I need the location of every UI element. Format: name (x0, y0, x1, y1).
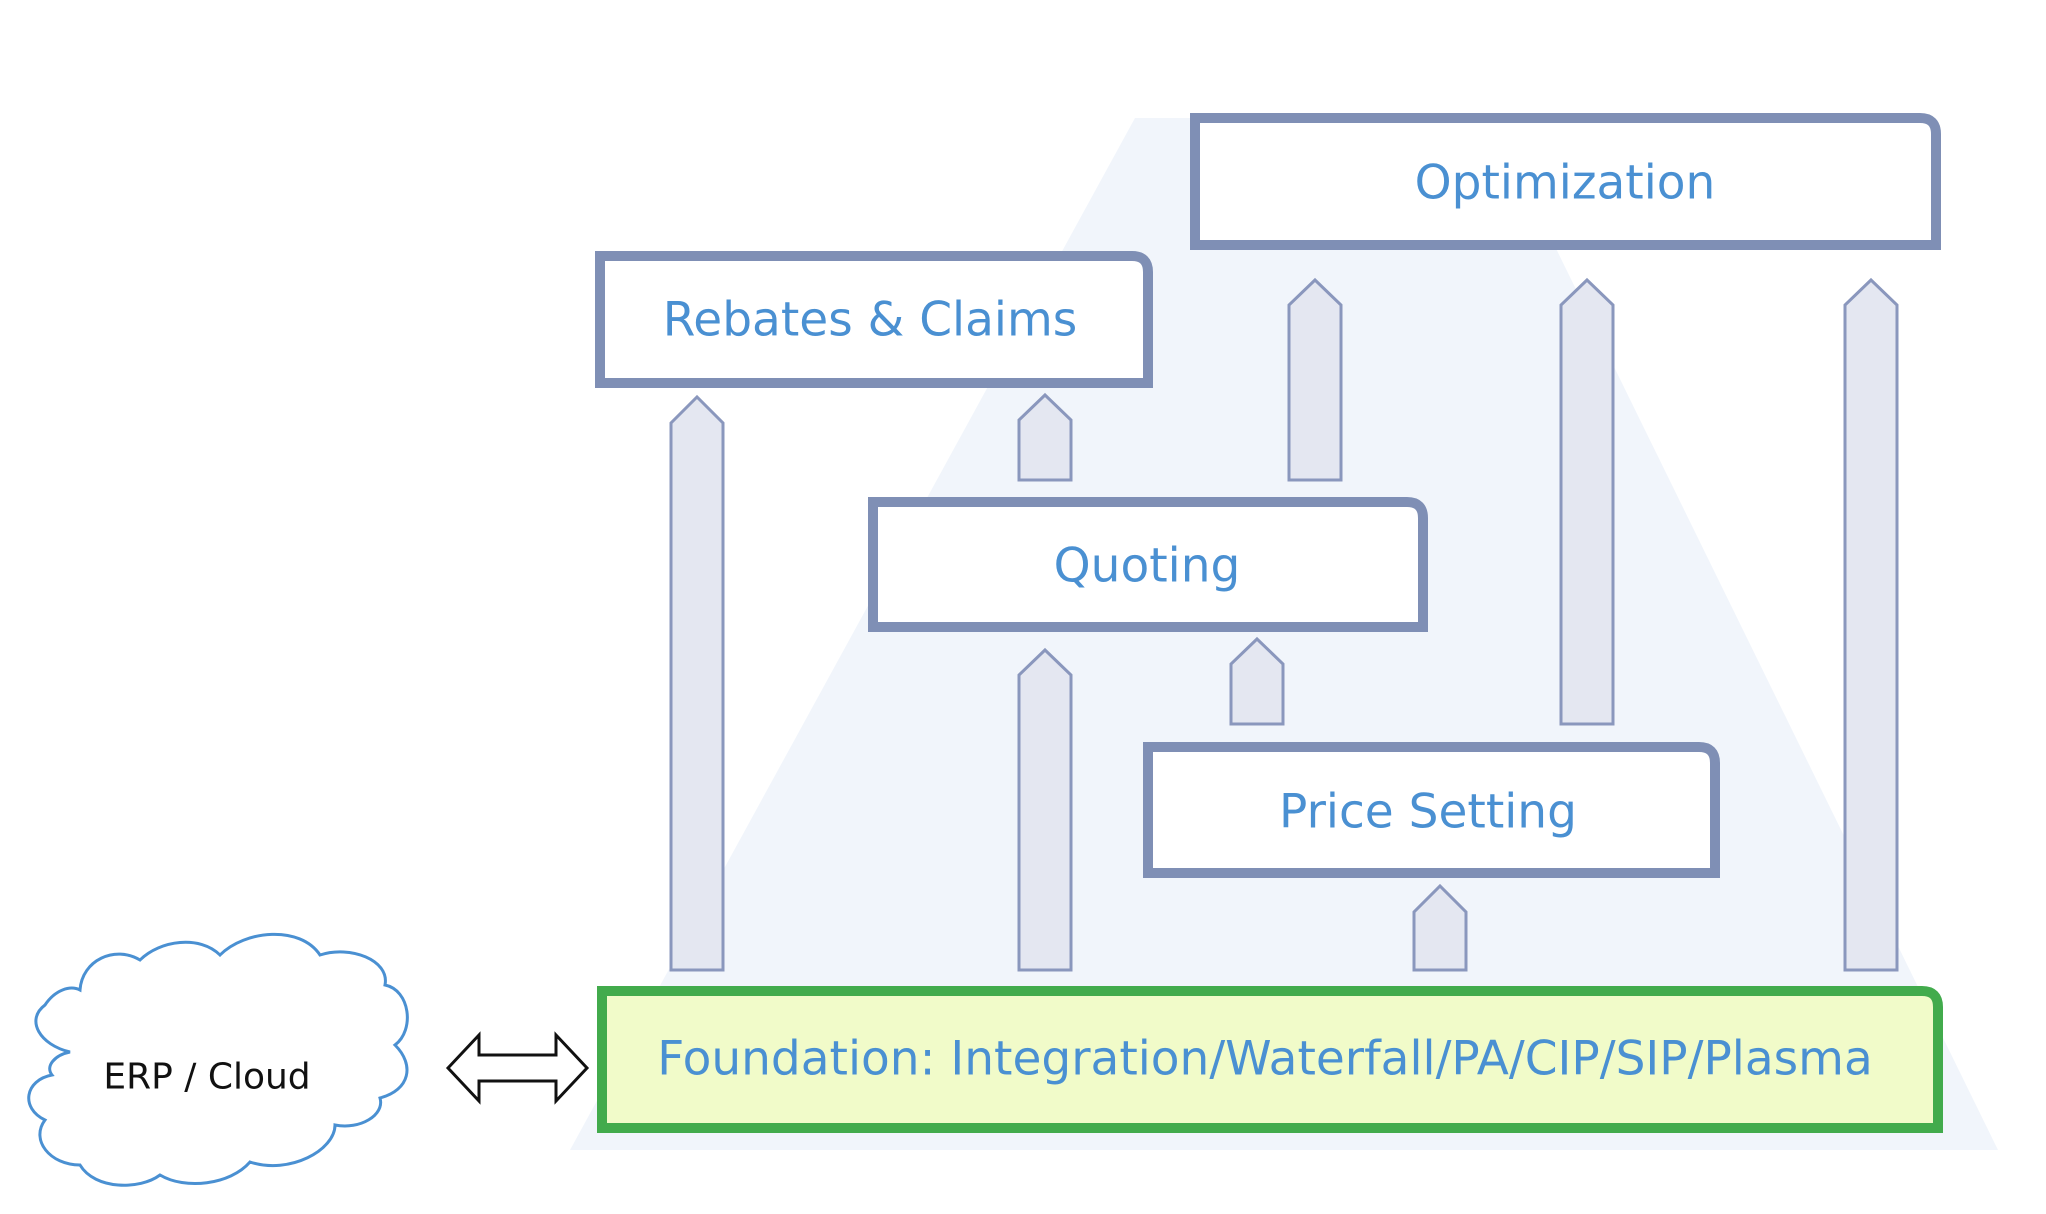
foundation-label: Foundation: Integration/Waterfall/PA/CIP… (657, 1032, 1873, 1087)
background-pyramid (570, 118, 1998, 1150)
cloud-icon (27, 932, 409, 1187)
optimization-label: Optimization (1415, 156, 1716, 211)
arrow-foundation-to-rebates (669, 394, 725, 972)
arrow-quoting-to-rebates (1017, 392, 1073, 482)
arrow-price-setting-to-quoting (1229, 636, 1285, 726)
arrow-foundation-to-optimization (1843, 277, 1899, 972)
upward-arrows (669, 277, 1899, 972)
foundation-box: Foundation: Integration/Waterfall/PA/CIP… (597, 986, 1943, 1133)
optimization-box: Optimization (1190, 113, 1941, 250)
rebates-claims-label: Rebates & Claims (663, 293, 1077, 348)
arrow-price-setting-to-optimization (1559, 277, 1615, 726)
erp-cloud: ERP / Cloud (27, 932, 409, 1187)
bidirectional-arrow-icon (445, 1031, 590, 1105)
price-setting-box: Price Setting (1143, 742, 1720, 878)
quoting-label: Quoting (1054, 539, 1241, 594)
arrow-foundation-to-price-setting (1412, 883, 1468, 972)
price-setting-label: Price Setting (1279, 785, 1577, 840)
cloud-label: ERP / Cloud (103, 1057, 310, 1098)
rebates-claims-box: Rebates & Claims (595, 251, 1153, 388)
arrow-foundation-to-quoting (1017, 647, 1073, 972)
arrow-quoting-to-optimization (1287, 277, 1343, 482)
quoting-box: Quoting (868, 497, 1428, 632)
